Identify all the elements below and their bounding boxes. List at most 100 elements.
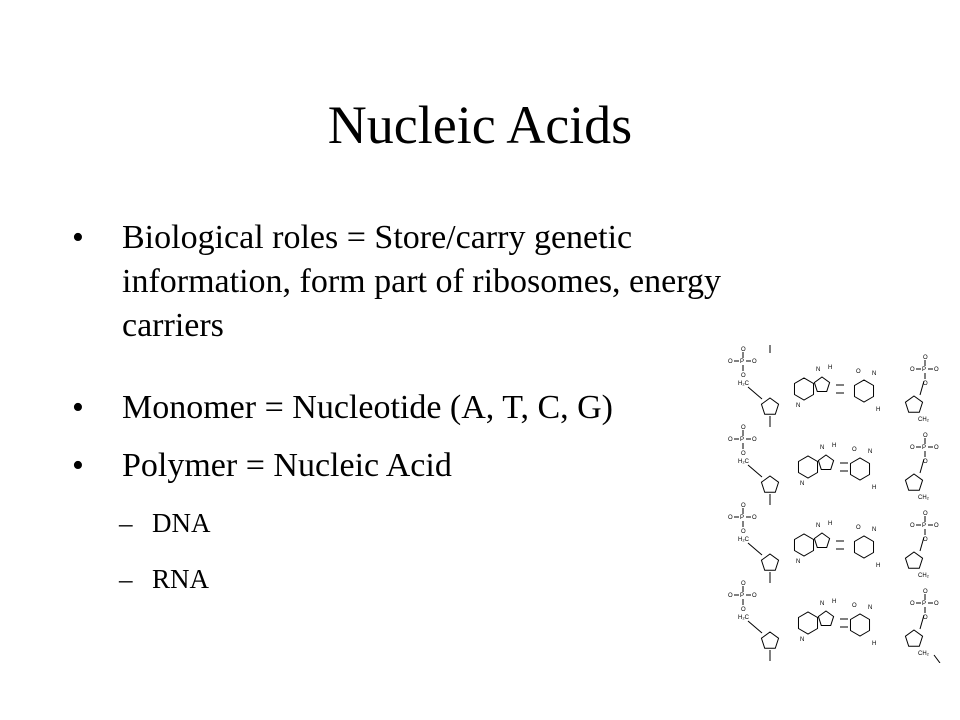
atom-label: O [923, 511, 928, 517]
atom-label: O [752, 593, 757, 599]
atom-label: N [820, 445, 824, 451]
ring-shape [760, 475, 780, 493]
atom-label: O [910, 445, 915, 451]
atom-label: H [872, 485, 876, 491]
bullet-item-polymer: • Polymer = Nucleic Acid [72, 444, 857, 488]
atom-label: O [910, 523, 915, 529]
sub-bullet-dna: – DNA [119, 507, 211, 539]
ring-shape [797, 611, 819, 635]
bond-line [747, 620, 763, 634]
atom-label: P [740, 515, 744, 521]
atom-label: O [923, 537, 928, 543]
atom-label: H [832, 443, 836, 449]
bullet-marker: • [72, 389, 84, 426]
atom-label: O [856, 525, 861, 531]
atom-label: O [934, 601, 939, 607]
ring-shape [817, 454, 835, 470]
atom-label: H [872, 641, 876, 647]
atom-label: N [796, 403, 800, 409]
ring-shape [904, 551, 924, 569]
atom-label: P [740, 437, 744, 443]
atom-label: O [741, 503, 746, 509]
atom-label: O [923, 459, 928, 465]
atom-label: N [872, 527, 876, 533]
atom-label: O [923, 615, 928, 621]
ring-shape [904, 473, 924, 491]
atom-label: CH₂ [918, 417, 930, 423]
sub-bullet-marker: – [119, 564, 133, 594]
bullet-line: Biological roles = Store/carry genetic [122, 219, 633, 256]
ring-shape [760, 397, 780, 415]
atom-label: H₂C [738, 459, 750, 465]
atom-label: CH₂ [918, 495, 930, 501]
bullet-line: information, form part of ribosomes, ene… [122, 263, 721, 300]
atom-label: H [828, 365, 832, 371]
atom-label: H₂C [738, 381, 750, 387]
atom-label: P [922, 367, 926, 373]
bond-line [919, 380, 925, 396]
atom-label: CH₂ [918, 651, 930, 657]
ring-shape [793, 533, 815, 557]
atom-label: N [872, 371, 876, 377]
atom-label: O [923, 355, 928, 361]
ring-shape [849, 613, 871, 637]
sub-bullet-rna: – RNA [119, 563, 210, 595]
bond-line [933, 654, 941, 663]
ring-shape [849, 457, 871, 481]
bond-line [919, 614, 925, 630]
sub-bullet-text: RNA [152, 564, 210, 594]
atom-label: N [800, 637, 804, 643]
atom-label: O [752, 359, 757, 365]
atom-label: N [816, 367, 820, 373]
atom-label: N [868, 449, 872, 455]
atom-label: P [740, 359, 744, 365]
atom-label: H [876, 407, 880, 413]
bullet-line: Polymer = Nucleic Acid [122, 447, 452, 484]
atom-label: O [856, 369, 861, 375]
bullet-marker: • [72, 219, 84, 256]
bond-line [747, 464, 763, 478]
bullet-item-monomer: • Monomer = Nucleotide (A, T, C, G) [72, 386, 857, 430]
slide-title: Nucleic Acids [327, 95, 633, 155]
atom-label: O [752, 515, 757, 521]
atom-label: O [934, 523, 939, 529]
atom-label: O [852, 447, 857, 453]
atom-label: O [741, 581, 746, 587]
atom-label: H [832, 599, 836, 605]
atom-label: O [741, 425, 746, 431]
atom-label: O [741, 347, 746, 353]
atom-label: P [740, 593, 744, 599]
atom-label: O [728, 437, 733, 443]
atom-label: O [728, 593, 733, 599]
atom-label: O [923, 433, 928, 439]
sub-bullet-text: DNA [152, 508, 211, 538]
ring-shape [760, 553, 780, 571]
atom-label: O [923, 381, 928, 387]
atom-label: P [922, 445, 926, 451]
atom-label: O [923, 589, 928, 595]
atom-label: O [910, 601, 915, 607]
bullet-line: Monomer = Nucleotide (A, T, C, G) [122, 389, 613, 426]
atom-label: N [800, 481, 804, 487]
atom-label: O [728, 515, 733, 521]
bullet-item-roles: • Biological roles = Store/carry genetic… [72, 216, 857, 348]
atom-label: O [934, 445, 939, 451]
ring-shape [760, 631, 780, 649]
sub-bullet-marker: – [119, 508, 133, 538]
atom-label: H [828, 521, 832, 527]
atom-label: H₂C [738, 615, 750, 621]
ring-shape [817, 610, 835, 626]
atom-label: O [752, 437, 757, 443]
bond-line [919, 536, 925, 552]
atom-label: O [741, 607, 746, 613]
atom-label: H [876, 563, 880, 569]
atom-label: N [816, 523, 820, 529]
ring-shape [813, 532, 831, 548]
atom-label: O [741, 529, 746, 535]
atom-label: CH₂ [918, 573, 930, 579]
atom-label: O [934, 367, 939, 373]
bond-line [747, 542, 763, 556]
atom-label: O [728, 359, 733, 365]
